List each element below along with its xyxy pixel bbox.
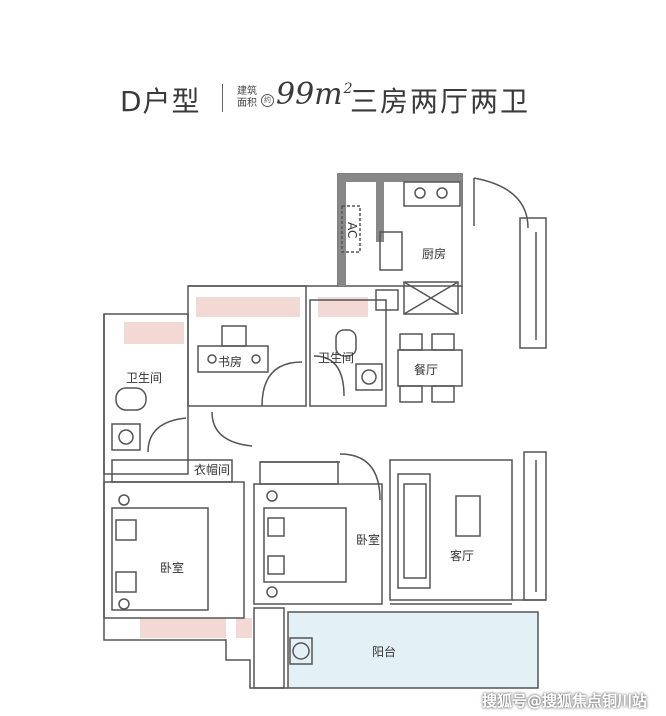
balcony-left-pillar [253,607,285,689]
label-kitchen: 厨房 [422,246,446,261]
watermark: 搜狐号@搜狐焦点铜川站 [482,692,648,710]
label-balcony: 阳台 [372,644,396,659]
label-cloakroom: 衣帽间 [194,462,230,477]
dining-table [397,349,463,387]
stove [403,181,461,207]
label-ac: AC [345,222,359,238]
master-bedroom-outline [103,481,245,619]
plan-header: D户型 建筑 面积 约 99m2 三房两厅两卫 [0,74,666,124]
area-label-line1: 建筑 [237,86,257,97]
window-master-bedroom-small [236,618,252,638]
label-study: 书房 [218,354,242,369]
second-bedroom-outline [253,483,383,605]
washer [289,637,313,665]
unit-type-title: D户型 [120,85,201,118]
kitchen-sink [379,231,403,271]
area-superscript: 2 [343,81,353,97]
label-bath-center: 卫生间 [318,351,354,365]
window-bath-center [318,297,368,317]
area-value: 99m2 [276,77,353,112]
balcony-area [288,612,538,688]
label-bath-left: 卫生间 [126,371,162,385]
study-door-arc [261,361,303,407]
second-bedroom-wardrobe [259,461,339,485]
fridge [403,281,459,315]
area-number: 99m [276,77,343,112]
living-outline [389,459,513,601]
window-bath-left [124,322,184,344]
window-study [196,297,300,317]
approx-mark: 约 [261,94,274,107]
kitchen-door-arc [473,177,529,229]
bath-center-outline [309,299,387,407]
study-chair [221,325,247,347]
sink-left [111,423,141,451]
label-dining: 餐厅 [414,362,438,377]
right-wall-lower [523,451,547,601]
sink-center [355,363,383,391]
toilet-left [115,387,147,411]
coffee-table [455,495,481,537]
balcony-outline [287,611,539,689]
layout-title: 三房两厅两卫 [350,85,531,118]
header-separator [222,84,223,112]
label-master-bedroom: 卧室 [160,560,184,575]
label-second-bedroom: 卧室 [356,532,380,547]
right-wall-window [519,217,547,349]
second-bed [263,507,347,583]
toilet-center [335,329,357,357]
label-living: 客厅 [450,548,474,563]
ac-unit [341,205,361,253]
area-label-line2: 面积 [237,98,257,109]
sofa [397,473,431,589]
master-bed [111,507,209,611]
window-master-bedroom [140,618,226,638]
